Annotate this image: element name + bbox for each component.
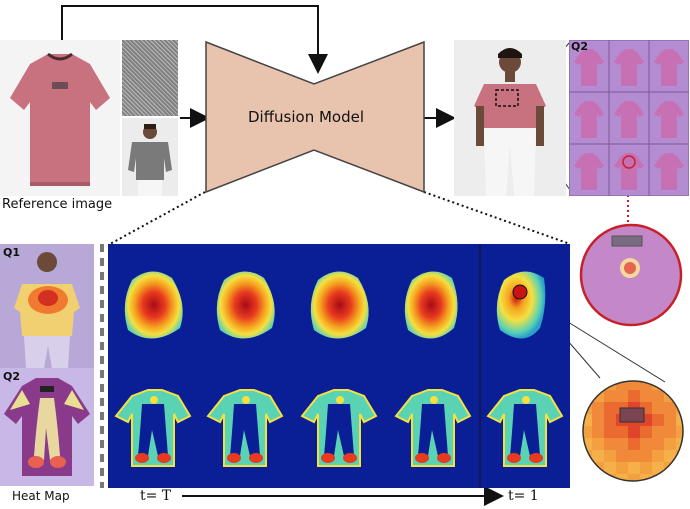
agnostic-person-image (122, 118, 178, 196)
q1-label: Q1 (3, 246, 21, 259)
heatmap-blob-top (124, 271, 183, 339)
diffusion-model-block (205, 40, 425, 194)
grid-shirt (614, 101, 644, 138)
reference-image-label: Reference image (2, 197, 113, 212)
heat-map-label: Heat Map (12, 489, 70, 503)
grid-shirt (614, 153, 644, 190)
zoom-circle-shirt (579, 223, 683, 327)
q1-heatmap-image (0, 244, 94, 368)
grid-shirt (574, 153, 604, 190)
grid-shirt (574, 101, 604, 138)
grid-shirt (654, 101, 684, 138)
t-end-label: t= 1 (508, 488, 539, 504)
heatmap-blob-top (310, 271, 369, 339)
grid-shirt (654, 49, 684, 86)
output-person-image (454, 40, 566, 196)
q2-heatmap-image (0, 368, 94, 486)
t-start-label: t= T (140, 488, 172, 504)
grid-shirt (574, 49, 604, 86)
grid-shirt (654, 153, 684, 190)
heatmap-blob-top (496, 271, 546, 339)
q2-grid-label: Q2 (571, 40, 589, 53)
zoom-circle-heat (582, 380, 684, 482)
heatmap-blob-top (216, 271, 275, 339)
separator-dashes (100, 244, 104, 488)
q2-label: Q2 (3, 370, 21, 383)
q2-shirt-grid (569, 40, 689, 196)
heatmap-timesteps-panel (108, 244, 570, 488)
grid-shirt (614, 49, 644, 86)
heatmap-blob-top (404, 271, 458, 339)
diffusion-model-label: Diffusion Model (248, 108, 365, 126)
reference-shirt-image (0, 40, 120, 196)
noise-image (122, 40, 178, 116)
